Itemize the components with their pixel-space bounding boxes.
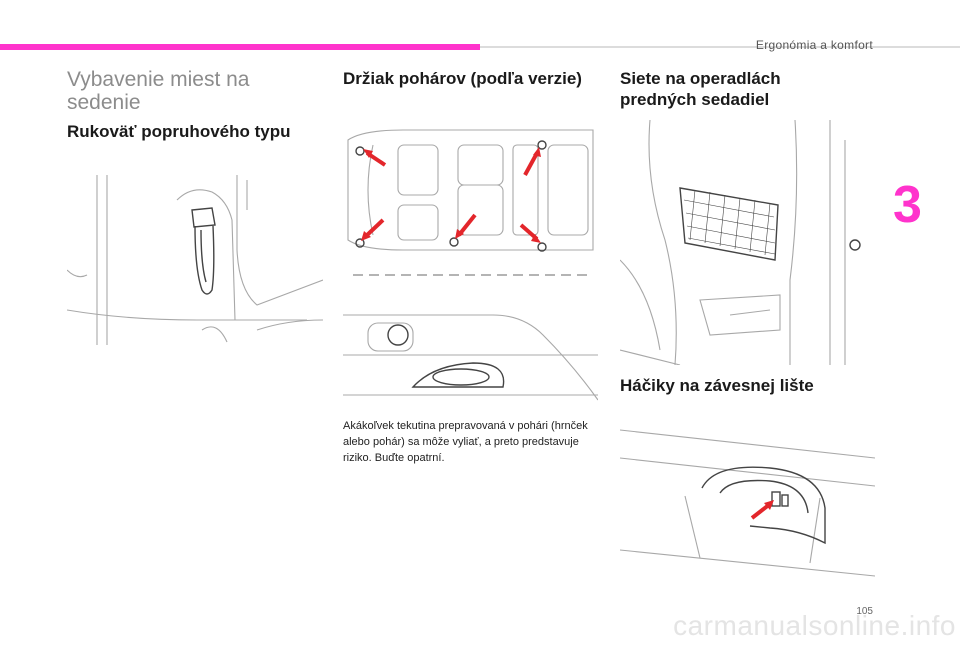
chapter-number: 3	[893, 176, 922, 234]
strap-handle-heading: Rukoväť popruhového typu	[67, 122, 291, 141]
seat-net-illustration	[620, 120, 861, 365]
cup-holder-topview-illustration	[347, 129, 594, 276]
strap-handle-illustration	[67, 175, 323, 345]
header-divider	[480, 46, 960, 48]
page-number: 105	[856, 606, 873, 617]
watermark: carmanualsonline.info	[673, 610, 956, 641]
section-title: Ergonómia a komfort	[755, 38, 873, 52]
cup-holder-detail-illustration	[343, 314, 598, 401]
section-heading: Vybavenie miest na sedenie	[67, 68, 250, 114]
warning-text: Akákoľvek tekutina prepravovaná v pohári…	[343, 420, 588, 464]
seat-net-heading: Siete na operadlách predných sedadiel	[620, 69, 781, 109]
cup-holder-heading: Držiak pohárov (podľa verzie)	[343, 69, 582, 88]
hooks-illustration	[620, 429, 875, 577]
hooks-heading: Háčiky na závesnej lište	[620, 376, 814, 395]
header-accent-bar	[0, 44, 480, 50]
